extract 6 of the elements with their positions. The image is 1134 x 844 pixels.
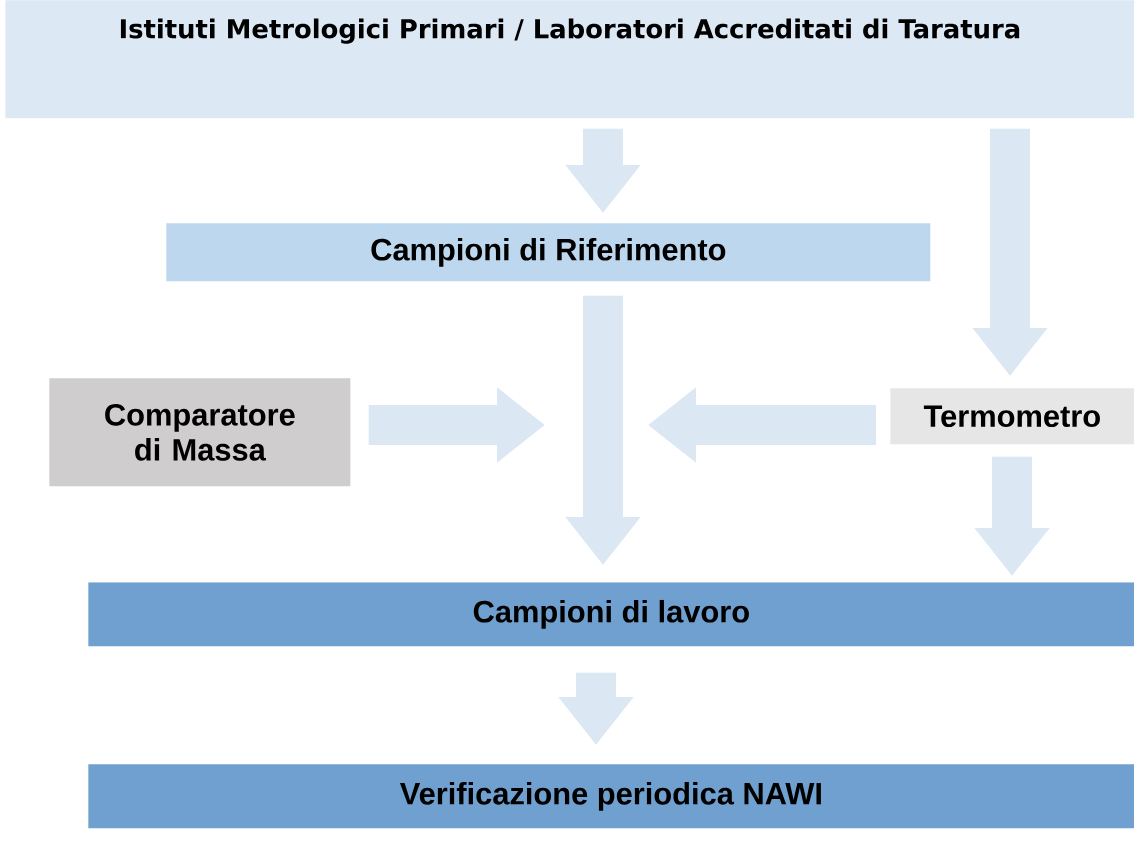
process-box: Campioni di lavoro (88, 582, 1134, 647)
process-box: Campioni di Riferimento (166, 223, 931, 282)
process-box: Termometro (890, 388, 1134, 445)
process-box: Verificazione periodica NAWI (88, 764, 1134, 829)
header-band: Istituti Metrologici Primari / Laboratori Accreditati di Taratura (5, 0, 1134, 119)
process-box: Comparatore di Massa (49, 378, 351, 487)
